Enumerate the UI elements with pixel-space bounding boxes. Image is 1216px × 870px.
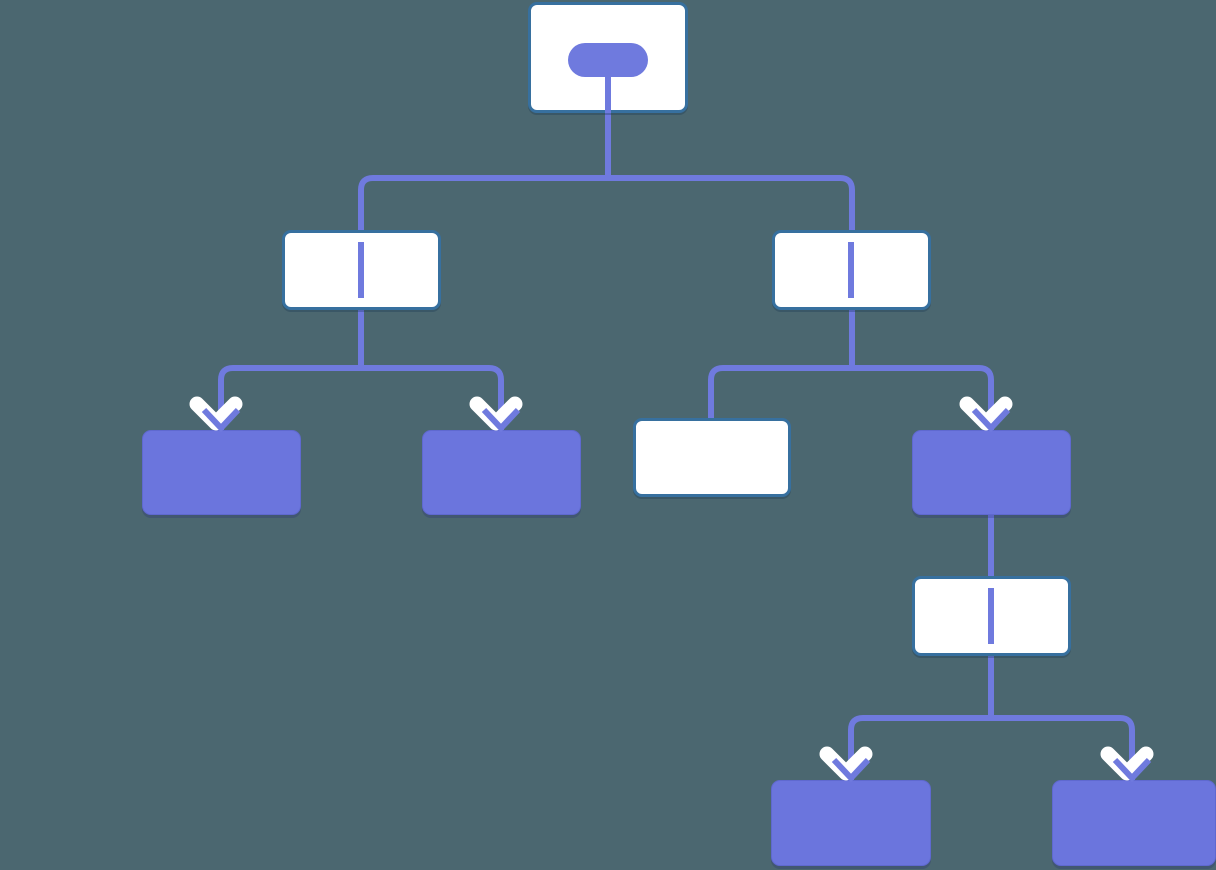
- branch-node-right[interactable]: [772, 230, 931, 310]
- plain-node-c[interactable]: [633, 418, 791, 497]
- leaf-node-f[interactable]: [1052, 780, 1216, 866]
- leaf-node-d[interactable]: [912, 430, 1071, 515]
- root-node[interactable]: [528, 2, 688, 113]
- branch-node-lower[interactable]: [912, 576, 1071, 656]
- branch-node-left[interactable]: [282, 230, 441, 310]
- leaf-node-e[interactable]: [771, 780, 931, 866]
- leaf-node-a[interactable]: [142, 430, 301, 515]
- leaf-node-b[interactable]: [422, 430, 581, 515]
